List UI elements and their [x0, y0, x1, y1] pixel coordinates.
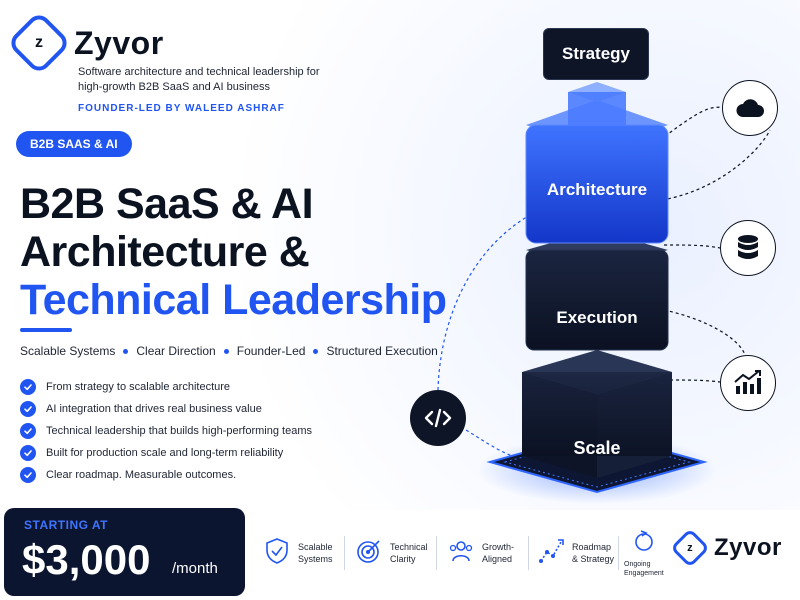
highlight-line: Scalable	[298, 542, 333, 552]
logo-letter: z	[687, 542, 693, 554]
highlight-line: Growth-	[482, 542, 515, 552]
people-icon	[448, 539, 474, 568]
architecture-label: Architecture	[546, 180, 648, 199]
divider	[618, 536, 619, 570]
headline-line-3: Technical Leadership	[20, 276, 447, 324]
check-icon	[20, 423, 36, 439]
highlight-line: Ongoing	[624, 560, 651, 568]
highlight-label: Growth- Aligned	[482, 541, 514, 565]
price-amount: $3,000	[22, 536, 151, 583]
feature-item: Structured Execution	[326, 344, 438, 358]
code-icon	[410, 390, 466, 446]
refresh-icon	[632, 529, 656, 558]
scale-label: Scale	[573, 438, 621, 458]
pricing-starting-label: STARTING AT	[24, 518, 108, 532]
check-icon	[20, 445, 36, 461]
connector-line	[663, 309, 746, 356]
headline: B2B SaaS & AI Architecture & Technical L…	[20, 180, 447, 324]
pricing-card[interactable]: STARTING AT $3,000 /month	[4, 508, 245, 596]
highlight-line: Clarity	[390, 554, 416, 564]
highlight-item: Growth- Aligned	[448, 510, 514, 596]
category-badge: B2B SAAS & AI	[16, 131, 132, 157]
cloud-icon	[722, 80, 778, 136]
logo-mark-icon: z	[670, 528, 710, 568]
connector-line	[663, 379, 721, 383]
bullet-dot-icon	[123, 348, 129, 354]
list-item: Clear roadmap. Measurable outcomes.	[20, 464, 312, 486]
divider	[528, 536, 529, 570]
footer-logo[interactable]: z Zyvor	[670, 528, 782, 568]
feature-item: Clear Direction	[136, 344, 216, 358]
target-icon	[356, 538, 382, 569]
highlight-line: & Strategy	[572, 554, 615, 564]
roadmap-icon	[538, 538, 564, 569]
connector-line	[659, 106, 726, 141]
check-icon	[20, 379, 36, 395]
founder-line: FOUNDER-LED BY WALEED ASHRAF	[78, 103, 285, 114]
list-item: AI integration that drives real business…	[20, 398, 312, 420]
brand-logo[interactable]: z Zyvor	[6, 10, 164, 76]
brand-name: Zyvor	[74, 24, 164, 61]
scale-cube-front	[522, 372, 672, 456]
connector-line	[437, 214, 531, 391]
headline-underline	[20, 328, 72, 332]
execution-cube-front	[525, 249, 669, 351]
check-icon	[20, 467, 36, 483]
chart-growth-icon	[720, 355, 776, 411]
divider	[344, 536, 345, 570]
list-item: From strategy to scalable architecture	[20, 376, 312, 398]
shield-check-icon	[264, 537, 290, 570]
highlight-item: Roadmap & Strategy	[538, 510, 614, 596]
list-item: Technical leadership that builds high-pe…	[20, 420, 312, 442]
base-platform-grid	[503, 436, 691, 488]
divider	[436, 536, 437, 570]
highlight-label: Roadmap & Strategy	[572, 541, 614, 565]
connector-line	[663, 244, 721, 249]
brand-tagline: Software architecture and technical lead…	[78, 66, 320, 93]
feature-item: Founder-Led	[236, 344, 306, 358]
headline-line-1: B2B SaaS & AI	[20, 180, 314, 228]
execution-label: Execution	[556, 308, 638, 327]
footer-brand-name: Zyvor	[714, 534, 782, 561]
headline-line-2: Architecture &	[20, 228, 310, 276]
benefit-text: From strategy to scalable architecture	[46, 381, 231, 393]
check-icon	[20, 401, 36, 417]
database-icon	[720, 220, 776, 276]
bullet-dot-icon	[223, 348, 229, 354]
highlight-line: Aligned	[482, 554, 513, 564]
benefit-list: From strategy to scalable architecture A…	[20, 376, 312, 486]
bullet-dot-icon	[313, 348, 319, 354]
connector-line	[465, 429, 521, 459]
benefit-text: Clear roadmap. Measurable outcomes.	[46, 469, 237, 481]
benefit-text: AI integration that drives real business…	[46, 403, 262, 415]
benefit-text: Built for production scale and long-term…	[46, 447, 284, 459]
highlight-line: Engagement	[624, 569, 664, 577]
price-period: /month	[172, 560, 218, 577]
feature-item: Scalable Systems	[20, 344, 116, 358]
highlight-line: Roadmap	[572, 542, 612, 552]
connector-line	[661, 129, 771, 201]
highlight-line: Technical	[390, 542, 428, 552]
benefit-text: Technical leadership that builds high-pe…	[46, 425, 312, 437]
highlight-line: Systems	[298, 554, 333, 564]
tower-illustration	[437, 82, 771, 504]
feature-list: Scalable Systems Clear Direction Founder…	[20, 344, 438, 358]
strategy-label: Strategy	[543, 28, 649, 80]
list-item: Built for production scale and long-term…	[20, 442, 312, 464]
small-cube-front	[568, 92, 626, 126]
